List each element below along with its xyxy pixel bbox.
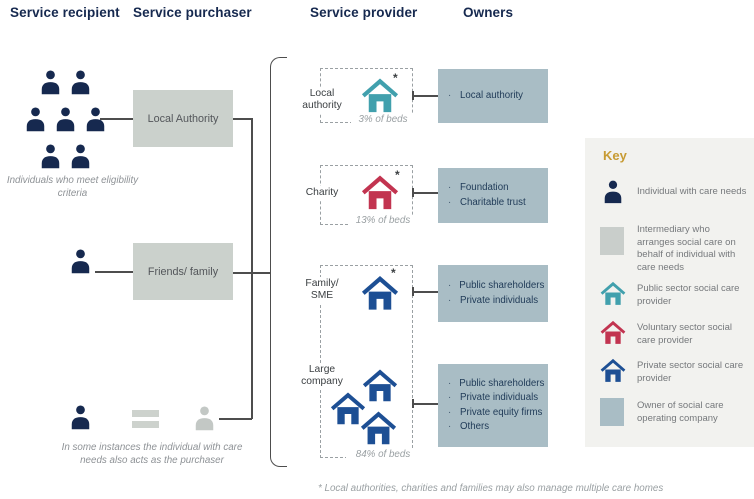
provider-label-local-authority: Local authority [294, 87, 350, 113]
person-icon [86, 107, 105, 132]
connector-line [233, 118, 252, 120]
connector-line [95, 271, 133, 273]
key-title: Key [603, 148, 627, 163]
owner-item: Foundation [448, 181, 544, 196]
owner-item: Local authority [448, 89, 544, 104]
owner-box-local-authority: Local authority [438, 69, 548, 123]
connector-line [413, 95, 438, 97]
owner-item: Others [448, 420, 544, 435]
owner-square-icon [600, 398, 624, 426]
owner-item-label: Charitable trust [460, 196, 526, 208]
owner-item-label: Private individuals [460, 294, 539, 306]
owner-item-label: Public shareholders [459, 377, 545, 389]
asterisk: * [393, 71, 398, 85]
owner-item: Private individuals [448, 294, 544, 309]
connector-line [100, 118, 133, 120]
private-sector-house-icon [600, 358, 626, 383]
owner-box-large-company: Public shareholders Private individuals … [438, 364, 548, 447]
key-item-label: Private sector social care provider [637, 360, 744, 384]
provider-label-large-company: Large company [294, 363, 350, 389]
owner-item-label: Local authority [460, 89, 524, 101]
local-authority-purchaser-label: Local Authority [147, 112, 219, 125]
connector-line [219, 418, 252, 420]
provider-label-family-sme: Family/ SME [296, 277, 348, 303]
person-icon [71, 249, 90, 274]
owner-item: Private equity firms [448, 406, 544, 421]
owner-item-label: Public shareholders [459, 280, 545, 291]
friends-family-purchaser-label: Friends/ family [147, 265, 219, 278]
recipient-group-caption: Individuals who meet eligibility criteri… [6, 175, 139, 199]
connector-line [251, 118, 253, 419]
person-icon [71, 405, 90, 430]
intermediary-square-icon [600, 227, 624, 255]
header-service-provider: Service provider [310, 5, 418, 20]
connector-line [413, 403, 438, 405]
person-icon [41, 144, 60, 169]
private-sector-house-icon [360, 410, 397, 446]
gray-person-icon [195, 406, 214, 431]
friends-family-purchaser-box: Friends/ family [133, 243, 233, 300]
voluntary-sector-house-icon [600, 320, 626, 345]
purchaser-note-caption: In some instances the individual with ca… [61, 442, 243, 466]
connector-tick [412, 287, 414, 296]
key-item-label: Voluntary sector social care provider [637, 322, 733, 346]
key-item-label: Intermediary who arranges social care on… [637, 224, 736, 273]
header-service-purchaser: Service purchaser [133, 5, 252, 20]
connector-line [233, 272, 271, 274]
person-icon [26, 107, 45, 132]
beds-share-label: 3% of beds [351, 114, 415, 125]
owner-box-charity: Foundation Charitable trust [438, 168, 548, 223]
owner-item-label: Others [460, 421, 490, 432]
connector-tick [412, 91, 414, 100]
connector-line [413, 192, 438, 194]
owner-item: Charitable trust [448, 196, 544, 211]
asterisk: * [395, 168, 400, 182]
header-service-recipient: Service recipient [10, 5, 120, 20]
person-icon [41, 70, 60, 95]
voluntary-sector-house-icon [361, 174, 399, 211]
person-icon [71, 70, 90, 95]
asterisk: * [391, 266, 396, 280]
connector-line [413, 291, 438, 293]
beds-share-label: 13% of beds [348, 215, 418, 226]
owner-box-family-sme: Public shareholders Private individuals [438, 265, 548, 322]
footnote: * Local authorities, charities and famil… [318, 483, 664, 494]
person-icon [71, 144, 90, 169]
owner-item: Public shareholders [448, 279, 544, 294]
key-item-label: Individual with care needs [637, 186, 747, 197]
public-sector-house-icon [600, 281, 626, 306]
key-panel: Key Individual with care needs Intermedi… [585, 138, 754, 447]
local-authority-purchaser-box: Local Authority [133, 90, 233, 147]
key-item-label: Public sector social care provider [637, 283, 740, 307]
equals-icon [132, 421, 159, 428]
person-icon [56, 107, 75, 132]
key-item-label: Owner of social care operating company [637, 400, 724, 424]
bracket [270, 57, 287, 467]
private-sector-house-icon [362, 368, 398, 403]
header-owners: Owners [463, 5, 514, 20]
owner-item: Private individuals [448, 391, 544, 406]
connector-tick [412, 399, 414, 408]
beds-share-label: 84% of beds [346, 449, 420, 460]
owner-item: Public shareholders [448, 377, 544, 392]
owner-item-label: Private equity firms [460, 406, 543, 418]
owner-item-label: Private individuals [460, 392, 539, 403]
provider-label-charity: Charity [296, 186, 348, 200]
equals-icon [132, 410, 159, 417]
owner-item-label: Foundation [460, 182, 509, 193]
person-icon [604, 180, 622, 204]
connector-tick [412, 188, 414, 197]
